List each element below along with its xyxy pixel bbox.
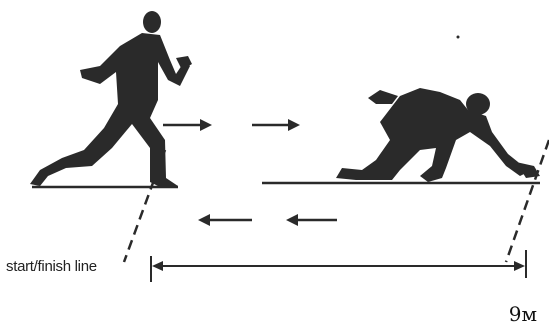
- distance-label: 9м: [508, 302, 537, 326]
- forward-arrow-1: [163, 119, 212, 131]
- return-arrow-1: [198, 214, 252, 226]
- forward-arrow-2: [252, 119, 300, 131]
- running-athlete-figure: [30, 11, 192, 186]
- turn-dashed-line: [504, 139, 549, 263]
- turning-athlete-figure: [336, 88, 540, 182]
- distance-dimension-line: [150, 250, 527, 282]
- small-mark: [456, 35, 460, 39]
- start-finish-label: start/finish line: [6, 258, 97, 275]
- return-arrow-2: [286, 214, 337, 226]
